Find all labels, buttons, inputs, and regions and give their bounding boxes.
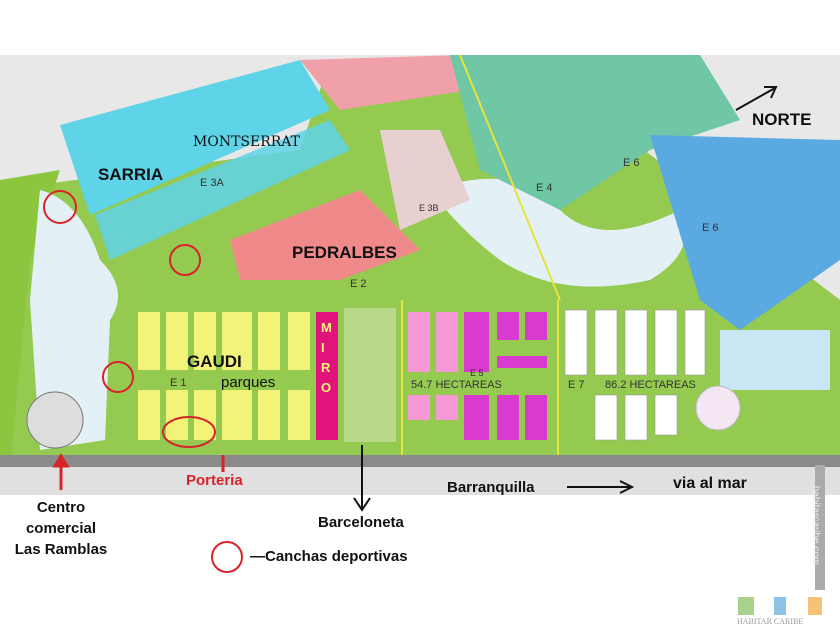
label-e3b: E 3B bbox=[419, 203, 439, 213]
pedralbes-blocks bbox=[230, 190, 420, 280]
label-e6-b: E 6 bbox=[702, 222, 719, 234]
zone-pedralbes: PEDRALBES bbox=[292, 243, 397, 262]
watermark-brand: HABITAR CARIBE bbox=[737, 617, 804, 626]
zone-sarria: SARRIA bbox=[98, 165, 164, 184]
label-e7: E 7 bbox=[568, 379, 585, 391]
north-label: NORTE bbox=[752, 110, 812, 129]
highway-shoulder bbox=[0, 467, 840, 495]
label-area-54: 54.7 HECTAREAS bbox=[411, 379, 502, 391]
label-e4: E 4 bbox=[536, 182, 553, 194]
sarria-blocks bbox=[60, 60, 350, 260]
watermark-site: habitarcaribe.com bbox=[810, 485, 822, 566]
habitar-caribe-logo bbox=[738, 597, 822, 615]
label-e5: E 5 bbox=[470, 368, 484, 378]
e7-blocks bbox=[564, 309, 706, 441]
label-area-86: 86.2 HECTAREAS bbox=[605, 379, 696, 391]
legend-canchas-label: —Canchas deportivas bbox=[250, 548, 408, 565]
gaudi-blocks bbox=[138, 312, 310, 440]
zone-gaudi: GAUDI bbox=[187, 352, 242, 371]
centro-line-3: Las Ramblas bbox=[14, 541, 108, 558]
watermark-strip bbox=[815, 465, 825, 590]
blue-blocks bbox=[650, 135, 840, 330]
porteria-label: Porteria bbox=[186, 472, 243, 489]
e3b-blocks bbox=[380, 130, 470, 230]
centro-line-2: comercial bbox=[25, 520, 97, 537]
lake bbox=[30, 190, 118, 450]
highway bbox=[0, 455, 840, 467]
label-e1: E 1 bbox=[170, 377, 187, 389]
roundabout bbox=[695, 385, 741, 431]
label-e6-a: E 6 bbox=[623, 157, 640, 169]
canchas-markers bbox=[43, 190, 216, 448]
centro-comercial-label: Centro comercial Las Ramblas bbox=[2, 497, 120, 560]
label-e3a: E 3A bbox=[200, 177, 224, 189]
zone-parques: parques bbox=[221, 374, 276, 391]
centro-comercial-building bbox=[26, 391, 84, 449]
red-arrows bbox=[52, 453, 225, 490]
lake-2 bbox=[430, 178, 686, 287]
e5-blocks bbox=[408, 312, 547, 440]
centro-line-1: Centro bbox=[36, 499, 86, 516]
zone-miro: MIRO bbox=[321, 320, 332, 395]
blue-open-area bbox=[720, 330, 830, 390]
barranquilla-label: Barranquilla bbox=[447, 479, 535, 496]
black-arrows bbox=[353, 86, 778, 512]
stage-boundaries bbox=[401, 54, 561, 462]
via-al-mar-label: via al mar bbox=[673, 475, 747, 492]
zone-montserrat: MONTSERRAT bbox=[193, 134, 300, 150]
teal-blocks bbox=[450, 55, 740, 210]
central-park bbox=[344, 308, 396, 442]
barceloneta-label: Barceloneta bbox=[318, 514, 404, 531]
label-e2: E 2 bbox=[350, 278, 367, 290]
pink-top-blocks bbox=[300, 55, 470, 110]
miro-block bbox=[316, 312, 338, 440]
legend-circle-icon bbox=[211, 541, 243, 573]
